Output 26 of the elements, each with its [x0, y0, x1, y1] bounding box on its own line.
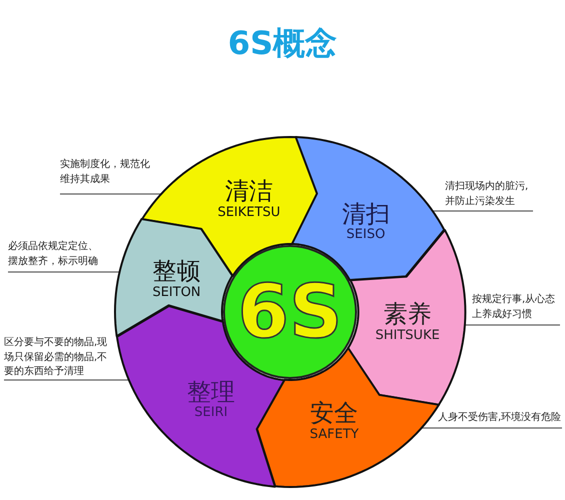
segment-subtitle: SEISO [345, 227, 386, 243]
segment-title: 整理 [187, 378, 236, 406]
segment-title: 清扫 [342, 200, 390, 227]
annotation-text: 清扫现场内的脏污,并防止污染发生 [445, 180, 533, 209]
leader-line [4, 379, 129, 381]
segment-title: 整顿 [152, 258, 201, 285]
segment-subtitle: SEIRI [193, 405, 229, 421]
annotation-text: 实施制度化，规范化维持其成果 [60, 158, 152, 187]
segment-subtitle: SEIKETSU [218, 204, 280, 220]
annotation-text: 区分要与不要的物品,现场只保留必需的物品,不要的东西给予清理 [4, 336, 110, 380]
segment-subtitle: SAFETY [310, 426, 359, 442]
leader-line [421, 427, 562, 429]
title: 6S概念 [226, 23, 338, 64]
leader-line [8, 271, 120, 273]
segment-subtitle: SEITON [152, 284, 201, 300]
segment-subtitle: SHITSUKE [375, 328, 440, 344]
center-label: 6S [238, 275, 342, 349]
segment-title: 安全 [310, 400, 359, 427]
annotation-text: 人身不受伤害,环境没有危险 [438, 411, 562, 426]
segment-title: 清洁 [224, 178, 274, 205]
leader-line [432, 210, 533, 212]
annotation-text: 按规定行事,从心态上养成好习惯 [472, 293, 560, 322]
segment-title: 素养 [382, 301, 433, 328]
leader-line [464, 324, 560, 326]
annotation-text: 必须品依规定定位、摆放整齐，标示明确 [8, 240, 100, 269]
leader-line [60, 193, 161, 195]
